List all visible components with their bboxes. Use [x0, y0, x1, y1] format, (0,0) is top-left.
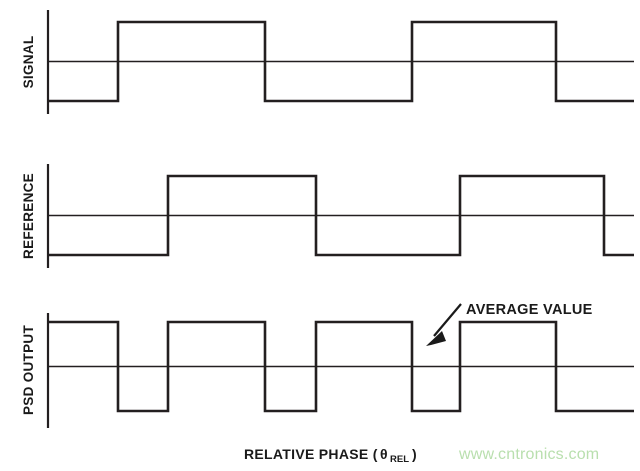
x-axis-label-main: RELATIVE PHASE (: [244, 446, 378, 462]
x-axis-label-subscript: REL: [390, 454, 409, 465]
x-axis-label-group: RELATIVE PHASE ( θ REL ): [244, 446, 417, 465]
waveform-reference: [48, 174, 634, 257]
watermark: www.cntronics.com: [458, 446, 599, 463]
y-axis-label-reference: REFERENCE: [21, 173, 36, 259]
y-axis-label-signal: SIGNAL: [21, 36, 36, 89]
row-reference: REFERENCE: [21, 164, 634, 268]
y-axis-label-psd-output: PSD OUTPUT: [21, 325, 36, 415]
average-value-arrow-line: [433, 303, 462, 337]
waveform-psd-output: [48, 320, 634, 413]
row-psd-output: PSD OUTPUT: [21, 313, 634, 428]
waveform-signal: [48, 20, 634, 103]
average-value-label: AVERAGE VALUE: [466, 302, 593, 318]
row-signal: SIGNAL: [21, 10, 634, 114]
average-value-annotation: AVERAGE VALUE: [426, 302, 593, 346]
x-axis-label-close: ): [412, 446, 417, 462]
x-axis-label-theta: θ: [380, 446, 388, 462]
average-value-arrow-head: [426, 331, 446, 346]
